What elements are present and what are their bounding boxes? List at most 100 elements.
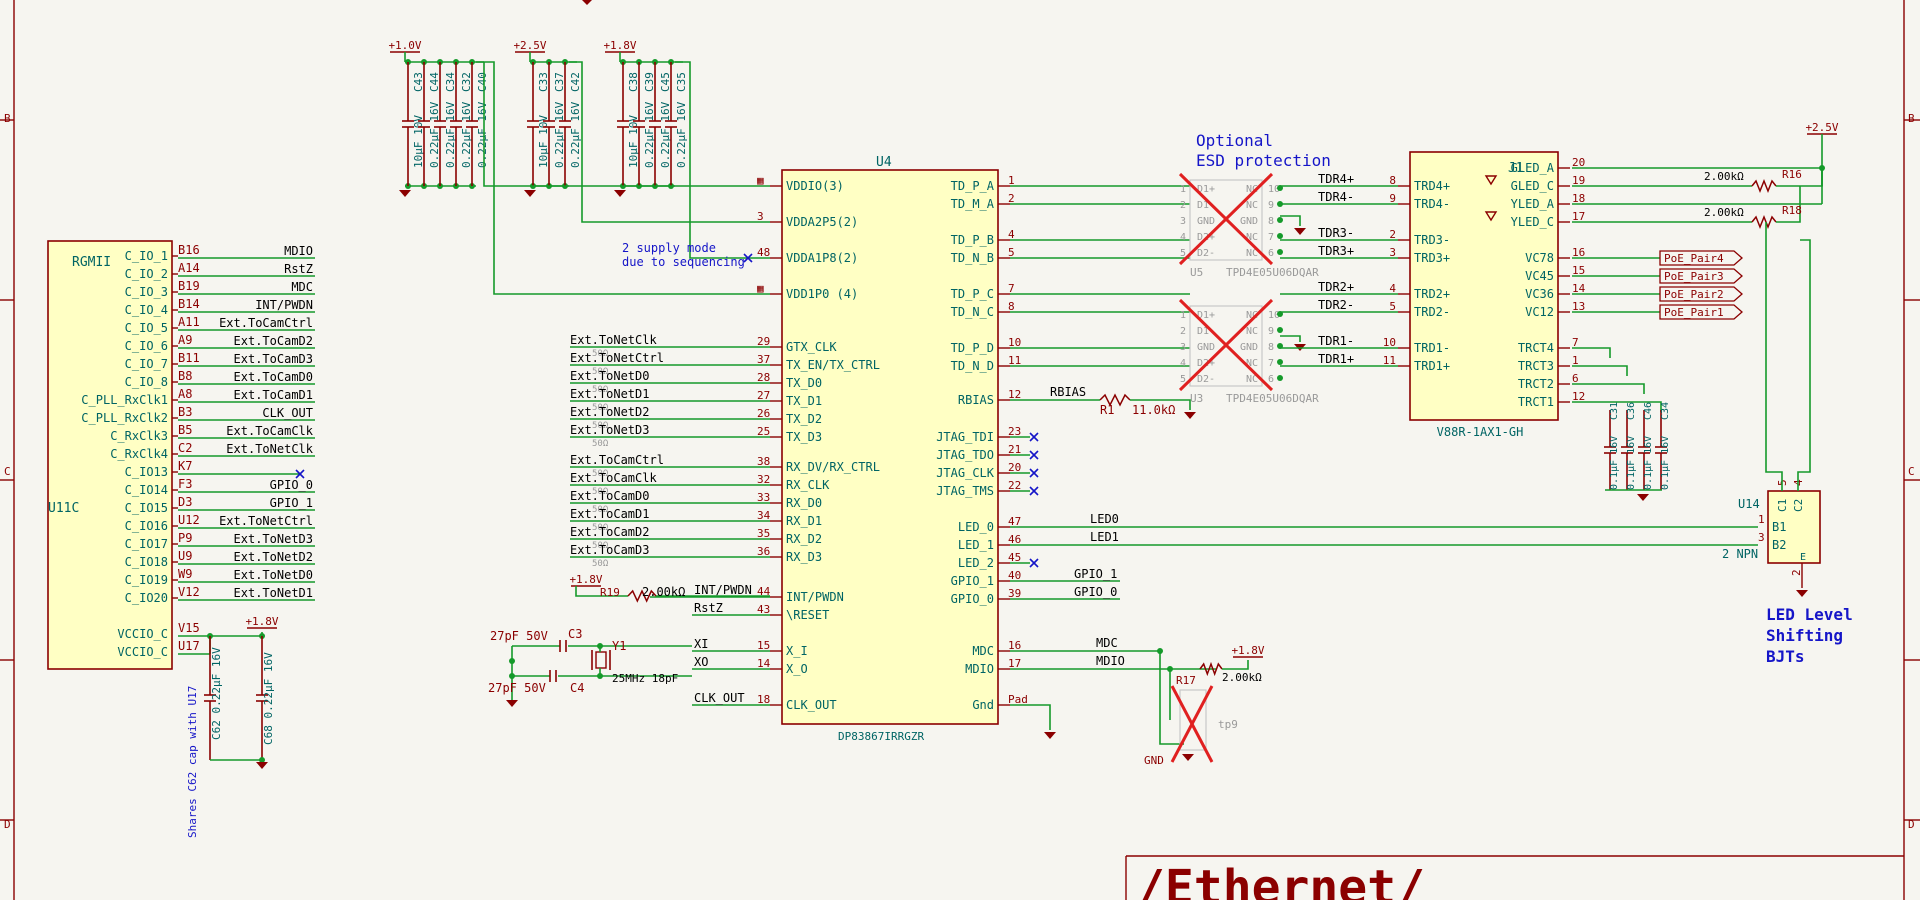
u4-pin-num: 4 [1008,228,1015,241]
j1-pin-name: TRD4- [1414,197,1450,211]
u11-net-label: GPIO_1 [270,496,313,510]
j1-body [1409,151,1559,421]
esd-pin-num: 6 [1268,248,1274,259]
u11-net-label: Ext.ToCamClk [226,424,313,438]
decap-val: 0.22µF 16V [553,101,566,168]
r18-val: 2.00kΩ [1704,206,1744,219]
decap-val: 0.22µF 16V [460,101,473,168]
u4-pin-name: CLK_OUT [786,698,837,712]
u11-net-label: Ext.ToCamD0 [234,370,313,384]
u11-pin-num: B8 [178,369,192,383]
u14-ref: U14 [1738,497,1760,511]
u4-pin-num: 44 [757,585,771,598]
j1-pin-num: 8 [1389,174,1396,187]
u4-pin-name: RX_DV/RX_CTRL [786,460,880,474]
r17-ref: R17 [1176,674,1196,687]
nc-line [743,253,753,263]
power-label: +1.8V [1231,644,1264,657]
u4-pin-num: 15 [757,639,770,652]
u14-body [1767,490,1821,564]
u4-pin-num: 20 [1008,461,1021,474]
u11-net-label: Ext.ToCamD1 [234,388,313,402]
u4-pin-num: 40 [1008,569,1021,582]
esd-pin-name: D1- [1197,326,1215,337]
u4-pin-name: LED_2 [958,556,994,570]
u14-pin-name: C1 [1776,499,1789,512]
u4-pin-num: 39 [1008,587,1021,600]
j1-pin-num: 7 [1572,336,1579,349]
u11-pin-num: A14 [178,261,200,275]
esd-pin-name: D1- [1197,200,1215,211]
decap-val: 10µF 10V [537,115,550,168]
j1-pin-num: 17 [1572,210,1585,223]
j1-pin-num: 12 [1572,390,1585,403]
series-r-label: 50Ω [592,559,609,569]
junction-dot [1277,233,1283,239]
power-label: +1.8V [603,39,636,52]
esd-note: Optional [1196,131,1273,150]
j1-pin-num: 14 [1572,282,1586,295]
u4-pin-num: 35 [757,527,770,540]
tp9-body [1179,689,1207,751]
decap-ref: C38 [627,72,640,92]
tp9-cross [1170,685,1214,763]
no-connect-marker [1029,450,1039,460]
u11-pin-num: D3 [178,495,192,509]
u4-net-label: XO [694,655,708,669]
j1-pin-name: GLED_C [1511,179,1554,193]
j1-pin-name: TRD2+ [1414,287,1450,301]
u4-pin-name: TD_M_A [951,197,995,211]
esd-part: TPD4E05U06DQAR [1226,266,1319,279]
j1-magjack[interactable]: V88R-1AX1-GHJ1TRD4+8TDR4+TRD4-9TDR4-TRD3… [1280,121,1839,501]
trct-cap-ref: C31 [1609,402,1620,420]
no-connect-marker [1029,468,1039,478]
ground-symbol [399,190,411,197]
u11-net-label: Ext.ToCamD2 [234,334,313,348]
cap-label: C68 0.22µF 16V [262,652,275,745]
row-letter: B [1908,112,1915,125]
u11-pin-num: P9 [178,531,192,545]
esd-pin-name: NC [1246,326,1258,337]
u11-net-label: MDC [291,280,313,294]
u14-type: 2 NPN [1722,547,1758,561]
u4-pin-num: 38 [757,455,770,468]
esd-pin-name: D2- [1197,248,1215,259]
poe-label-box [1659,268,1743,284]
u11-pin-num: B3 [178,405,192,419]
j1-pin-name: TRD2- [1414,305,1450,319]
poe-label: PoE_Pair2 [1664,288,1724,301]
nc-line [1029,558,1039,568]
power-label: +2.5V [1805,121,1838,134]
u4-net-label: Ext.ToCamD0 [570,489,649,503]
j1-net-label: TDR1- [1318,334,1354,348]
ground-symbol [1796,590,1808,597]
u4-net-label: Ext.ToCamD2 [570,525,649,539]
j1-pin-name: TRD3- [1414,233,1450,247]
u4-pin-num: 37 [757,353,770,366]
esd-pin-num: 3 [1180,216,1186,227]
u11-pin-num: U9 [178,549,192,563]
u4-pin-name: RX_CLK [786,478,830,492]
j1-net-label: TDR3- [1318,226,1354,240]
junction-dot [259,757,265,763]
u4-pin-name: RX_D2 [786,532,822,546]
esd-pin-num: 7 [1268,358,1274,369]
u4-ref: U4 [876,155,892,170]
u4-pin-num: 28 [757,371,770,384]
u4-net-label: LED0 [1090,512,1119,526]
u11-pin-num: C2 [178,441,192,455]
u4-ethernet-phy[interactable]: U4DP83867IRRGZRVDDIO(3)▦VDDA2P5(2)3VDDA1… [570,155,1758,743]
vdda1p8-rail [675,61,770,259]
power-label: +2.5V [513,39,546,52]
u4-pin-name: X_I [786,644,808,658]
u11-pin-name: C_PLL_RxClk2 [81,411,168,425]
esd-pin-num: 2 [1180,200,1186,211]
u11-pin-num: A9 [178,333,192,347]
u4-pin-name: GTX_CLK [786,340,837,354]
nc-line [295,469,305,479]
decap-val: 0.22µF 16V [428,101,441,168]
esd-gnd [1280,215,1301,226]
